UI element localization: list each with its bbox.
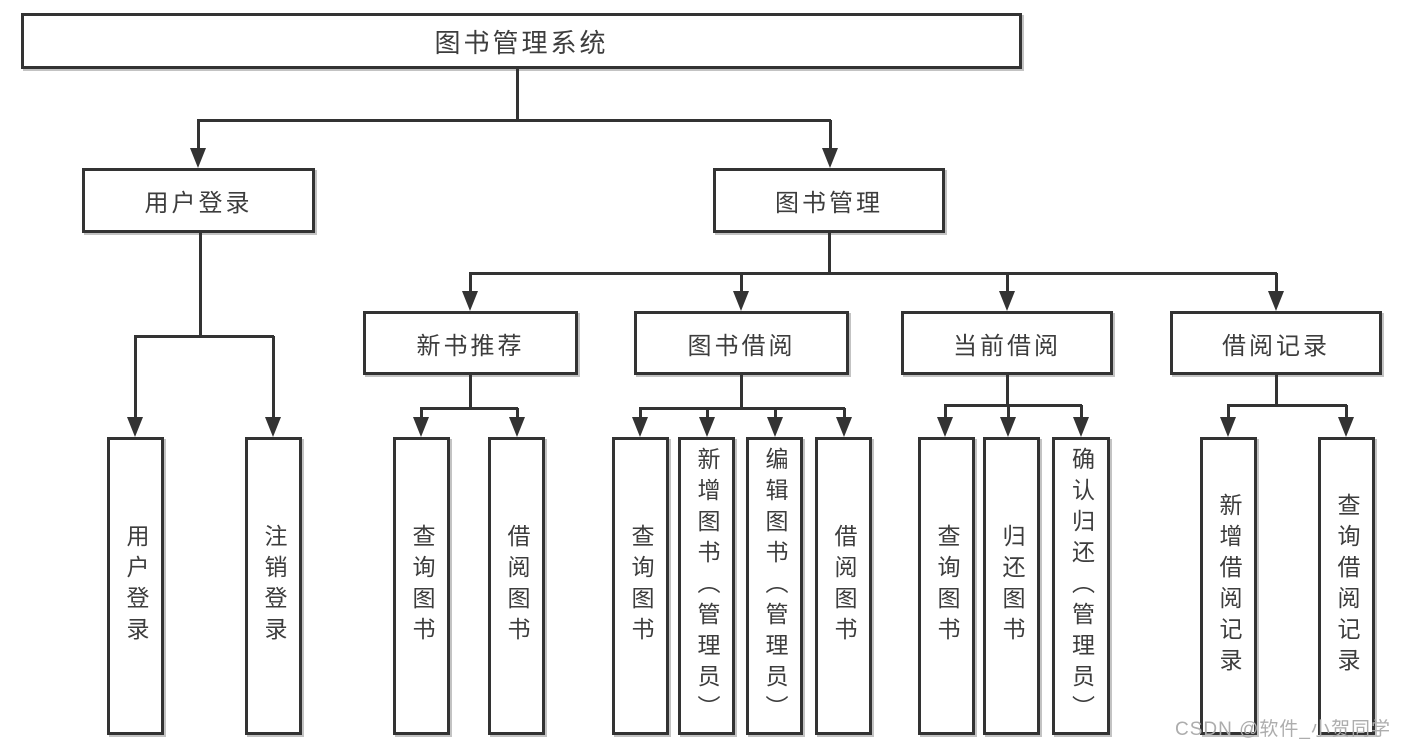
connector-line	[469, 273, 472, 293]
connector-line	[740, 375, 743, 408]
connector-line	[197, 119, 831, 122]
connector-line	[516, 69, 519, 120]
node-label: 编辑图书（管理员）	[762, 446, 788, 726]
leaf-edit-books-admin: 编辑图书（管理员）	[746, 437, 803, 735]
arrowhead-down-icon	[733, 291, 749, 311]
arrowhead-down-icon	[413, 417, 429, 437]
connector-line	[1080, 405, 1083, 419]
arrowhead-down-icon	[1073, 417, 1089, 437]
connector-line	[829, 120, 832, 150]
arrowhead-down-icon	[1000, 417, 1016, 437]
connector-line	[944, 404, 1082, 407]
connector-line	[134, 335, 274, 338]
leaf-borrow-books-recommend: 借阅图书	[488, 437, 545, 735]
node-label: 用户登录	[123, 524, 149, 648]
node-book-management: 图书管理	[713, 168, 945, 233]
leaf-search-borrow-record: 查询借阅记录	[1318, 437, 1375, 735]
connector-line	[706, 408, 709, 419]
connector-line	[1275, 273, 1278, 293]
connector-line	[420, 408, 423, 419]
arrowhead-down-icon	[462, 291, 478, 311]
connector-line	[1006, 375, 1009, 405]
connector-line	[469, 272, 1277, 275]
connector-line	[199, 233, 202, 336]
leaf-search-books-recommend: 查询图书	[393, 437, 450, 735]
arrowhead-down-icon	[999, 291, 1015, 311]
node-label: 新增图书（管理员）	[694, 446, 720, 726]
node-label: 确认归还（管理员）	[1068, 446, 1095, 726]
arrowhead-down-icon	[190, 148, 206, 168]
node-label: 借阅记录	[1222, 332, 1330, 360]
arrowhead-down-icon	[699, 417, 715, 437]
leaf-add-borrow-record: 新增借阅记录	[1200, 437, 1257, 735]
connector-line	[1227, 404, 1347, 407]
node-label: 用户登录	[144, 190, 253, 217]
connector-line	[134, 336, 137, 419]
arrowhead-down-icon	[1338, 417, 1354, 437]
connector-line	[469, 375, 472, 408]
arrowhead-down-icon	[1268, 291, 1284, 311]
arrowhead-down-icon	[836, 417, 852, 437]
leaf-search-books-borrowing: 查询图书	[612, 437, 669, 735]
connector-line	[639, 408, 642, 419]
node-label: 查询图书	[409, 524, 435, 648]
connector-line	[1275, 375, 1278, 405]
node-borrowing-records: 借阅记录	[1170, 311, 1382, 375]
node-label: 新书推荐	[416, 332, 525, 360]
leaf-add-books-admin: 新增图书（管理员）	[678, 437, 735, 735]
connector-line	[1345, 405, 1348, 419]
node-label: 图书管理	[775, 190, 883, 217]
node-label: 查询图书	[628, 524, 654, 648]
arrowhead-down-icon	[509, 417, 525, 437]
node-book-borrowing: 图书借阅	[634, 311, 849, 375]
connector-line	[740, 273, 743, 293]
leaf-logout: 注销登录	[245, 437, 302, 735]
arrowhead-down-icon	[632, 417, 648, 437]
leaf-confirm-return-admin: 确认归还（管理员）	[1052, 437, 1110, 735]
connector-line	[272, 336, 275, 419]
node-label: 图书管理系统	[434, 27, 609, 58]
node-library-management-system: 图书管理系统	[21, 13, 1022, 69]
connector-line	[639, 407, 845, 410]
connector-line	[516, 408, 519, 419]
node-label: 当前借阅	[953, 332, 1061, 360]
connector-line	[944, 405, 947, 419]
node-label: 借阅图书	[831, 524, 857, 648]
connector-line	[1227, 405, 1230, 419]
arrowhead-down-icon	[127, 417, 143, 437]
connector-line	[1006, 273, 1009, 293]
node-user-login: 用户登录	[82, 168, 315, 233]
node-label: 新增借阅记录	[1216, 493, 1242, 679]
connector-line	[1007, 405, 1010, 419]
node-label: 查询图书	[934, 524, 960, 648]
node-label: 图书借阅	[687, 332, 796, 360]
arrowhead-down-icon	[937, 417, 953, 437]
node-label: 归还图书	[999, 524, 1025, 648]
arrowhead-down-icon	[767, 417, 783, 437]
connector-line	[197, 120, 200, 150]
arrowhead-down-icon	[265, 417, 281, 437]
connector-line	[828, 233, 831, 273]
node-new-book-recommendation: 新书推荐	[363, 311, 578, 375]
arrowhead-down-icon	[822, 148, 838, 168]
csdn-watermark: CSDN @软件_小贺同学	[1175, 719, 1391, 740]
connector-line	[774, 408, 777, 419]
connector-line	[420, 407, 518, 410]
leaf-user-login: 用户登录	[107, 437, 164, 735]
leaf-return-books: 归还图书	[983, 437, 1040, 735]
arrowhead-down-icon	[1220, 417, 1236, 437]
node-label: 借阅图书	[504, 524, 530, 648]
node-label: 查询借阅记录	[1334, 493, 1360, 679]
leaf-search-books-current: 查询图书	[918, 437, 975, 735]
node-label: 注销登录	[261, 524, 287, 648]
leaf-borrow-books: 借阅图书	[815, 437, 872, 735]
connector-line	[843, 408, 846, 419]
node-current-borrowing: 当前借阅	[901, 311, 1113, 375]
